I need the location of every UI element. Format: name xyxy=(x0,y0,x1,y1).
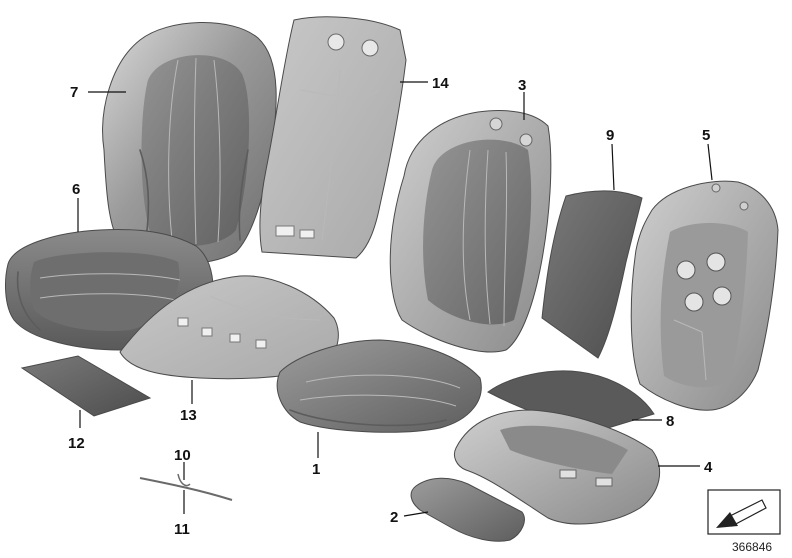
part-backrest-frame xyxy=(630,180,779,411)
part-label-3: 3 xyxy=(518,77,526,94)
part-label-4: 4 xyxy=(704,459,713,476)
part-seat-pan xyxy=(453,409,661,525)
part-label-13: 13 xyxy=(180,407,197,424)
part-seat-foam xyxy=(119,275,339,380)
part-seat-upholstery xyxy=(276,339,482,433)
part-felt-strip xyxy=(20,355,152,417)
part-label-8: 8 xyxy=(666,413,674,430)
part-backrest-upholstery xyxy=(389,110,552,353)
part-backrest-cover xyxy=(102,22,277,265)
part-label-7: 7 xyxy=(70,84,78,101)
part-label-9: 9 xyxy=(606,127,614,144)
diagram-reference-code: 366846 xyxy=(732,540,772,554)
part-label-1: 1 xyxy=(312,461,320,478)
part-backrest-foam xyxy=(259,16,407,259)
part-front-cushion xyxy=(410,477,525,542)
part-seat-cover xyxy=(5,229,214,351)
part-label-10: 10 xyxy=(174,447,191,464)
orientation-arrow-icon xyxy=(707,489,781,535)
part-label-5: 5 xyxy=(702,127,710,144)
part-wire-clip xyxy=(139,473,233,501)
part-label-6: 6 xyxy=(72,181,80,198)
part-label-14: 14 xyxy=(432,75,449,92)
leader-lines xyxy=(77,81,713,517)
part-rear-panel-felt xyxy=(541,190,643,359)
part-label-2: 2 xyxy=(390,509,398,526)
part-label-11: 11 xyxy=(174,521,190,538)
part-label-12: 12 xyxy=(68,435,85,452)
